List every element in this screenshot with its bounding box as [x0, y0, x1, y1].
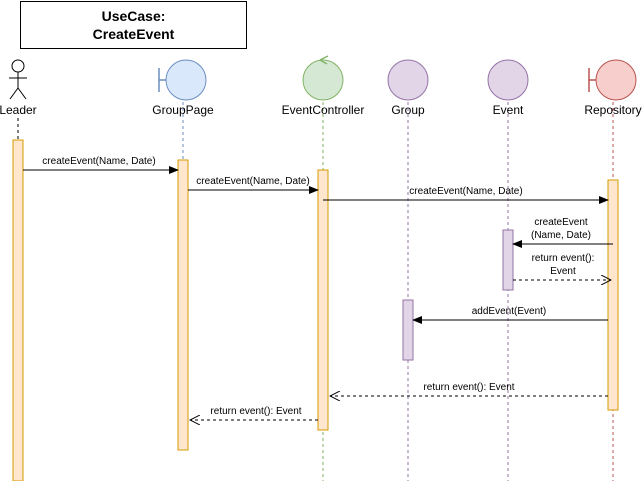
message-label-5-line2: Event — [550, 266, 576, 277]
activation-leader — [12, 139, 24, 481]
message-label-7: return event(): Event — [423, 382, 514, 393]
message-label-3: createEvent(Name, Date) — [409, 186, 522, 197]
activation-event — [502, 229, 514, 291]
entity-group-icon — [387, 59, 429, 101]
activation-eventcontroller — [317, 169, 329, 431]
message-label-8: return event(): Event — [210, 406, 301, 417]
participant-event-label: Event — [493, 103, 524, 117]
use-case-name: CreateEvent — [92, 26, 175, 42]
message-label-5-line1: return event(): — [532, 253, 595, 264]
message-label-1: createEvent(Name, Date) — [42, 156, 155, 167]
message-label-4-line2: (Name, Date) — [531, 230, 591, 241]
participant-leader-label: Leader — [0, 103, 37, 117]
participant-repository-label: Repository — [584, 103, 641, 117]
activation-grouppage — [177, 159, 189, 451]
participant-grouppage-label: GroupPage — [152, 103, 214, 117]
message-label-6: addEvent(Event) — [472, 306, 547, 317]
participant-eventcontroller-label: EventController — [282, 103, 365, 117]
use-case-title-box: UseCase: CreateEvent — [20, 1, 247, 49]
message-label-4-line1: createEvent — [534, 217, 588, 228]
boundary-grouppage-icon — [158, 59, 207, 101]
boundary-repository-icon — [588, 59, 637, 101]
activation-group — [402, 299, 414, 361]
use-case-label: UseCase: — [101, 8, 166, 24]
entity-event-icon — [487, 59, 529, 101]
actor-leader-icon — [9, 59, 27, 100]
participant-group-label: Group — [391, 103, 425, 117]
control-eventcontroller-icon — [302, 55, 344, 101]
activation-repository — [607, 179, 619, 411]
message-label-2: createEvent(Name, Date) — [196, 176, 309, 187]
